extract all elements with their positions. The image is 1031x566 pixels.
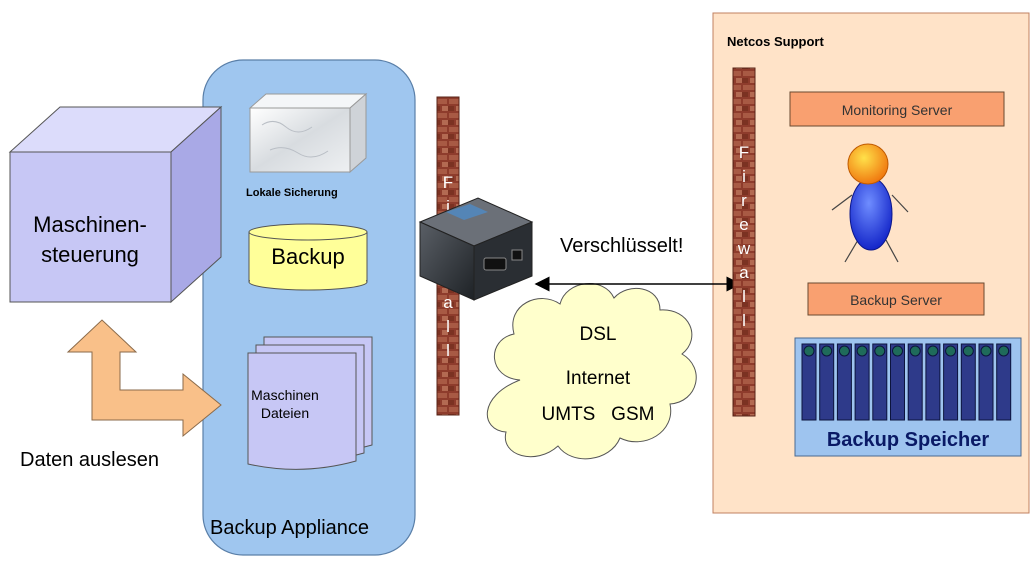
rack-slot bbox=[943, 343, 959, 421]
machine-label-line2: steuerung bbox=[41, 242, 139, 267]
firewall-right: F i r e w a l l bbox=[732, 67, 756, 417]
support-person-icon bbox=[831, 143, 909, 263]
machine-files-line2: Dateien bbox=[261, 405, 309, 421]
rack-slot bbox=[801, 343, 817, 421]
local-backup-icon bbox=[248, 92, 368, 174]
internet-cloud: DSL Internet UMTS GSM bbox=[486, 283, 697, 460]
firewall-left-letter-l1: l bbox=[446, 317, 450, 336]
firewall-left-letter-i: i bbox=[446, 197, 450, 216]
local-backup-label: Lokale Sicherung bbox=[246, 187, 338, 199]
firewall-left-letter-a: a bbox=[443, 293, 453, 312]
machine-control-cube: Maschinen- steuerung bbox=[8, 105, 223, 304]
backup-cylinder: Backup bbox=[248, 223, 368, 291]
rack-slot bbox=[978, 343, 994, 421]
backup-storage-rack: Backup Speicher bbox=[794, 337, 1022, 457]
rack-slot bbox=[819, 343, 835, 421]
read-data-arrow bbox=[66, 319, 222, 438]
support-title: Netcos Support bbox=[727, 34, 824, 49]
backup-storage-label: Backup Speicher bbox=[827, 429, 990, 451]
appliance-label: Backup Appliance bbox=[210, 517, 369, 539]
firewall-right-letter-e: e bbox=[739, 215, 748, 234]
machine-files-line1: Maschinen bbox=[251, 387, 319, 403]
rack-slot bbox=[854, 343, 870, 421]
backup-server-box: Backup Server bbox=[807, 282, 985, 316]
read-data-label: Daten auslesen bbox=[20, 449, 159, 471]
cloud-label-umts-gsm: UMTS GSM bbox=[542, 404, 655, 425]
cloud-label-dsl: DSL bbox=[580, 324, 617, 345]
firewall-right-letter-l2: l bbox=[742, 311, 746, 330]
cloud-label-internet: Internet bbox=[566, 368, 631, 389]
backup-label: Backup bbox=[271, 244, 344, 269]
modem-icon bbox=[418, 197, 534, 301]
rack-slot bbox=[907, 343, 923, 421]
firewall-right-letter-w: w bbox=[737, 239, 751, 258]
firewall-left-letter-l2: l bbox=[446, 341, 450, 360]
monitoring-server-label: Monitoring Server bbox=[842, 102, 953, 118]
rack-slot bbox=[925, 343, 941, 421]
backup-server-label: Backup Server bbox=[850, 292, 942, 308]
encrypted-label: Verschlüsselt! bbox=[560, 235, 683, 257]
firewall-right-letter-r: r bbox=[741, 191, 747, 210]
rack-slot bbox=[996, 343, 1012, 421]
rack-slot bbox=[836, 343, 852, 421]
firewall-right-letter-a: a bbox=[739, 263, 749, 282]
rack-slot bbox=[960, 343, 976, 421]
firewall-left-letter-f: F bbox=[443, 173, 453, 192]
monitoring-server-box: Monitoring Server bbox=[789, 91, 1005, 127]
firewall-right-letter-i: i bbox=[742, 167, 746, 186]
firewall-right-letter-l1: l bbox=[742, 287, 746, 306]
rack-slot bbox=[872, 343, 888, 421]
rack-slot bbox=[890, 343, 905, 421]
firewall-right-letter-f: F bbox=[739, 143, 749, 162]
machine-label-line1: Maschinen- bbox=[33, 212, 147, 237]
machine-files-icon: Maschinen Dateien bbox=[247, 336, 373, 470]
